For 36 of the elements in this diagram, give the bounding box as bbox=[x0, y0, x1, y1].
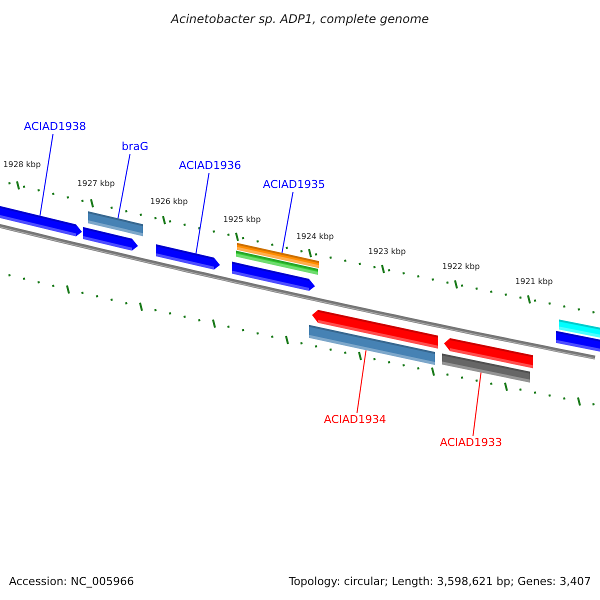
scale-label: 1924 kbp bbox=[296, 232, 334, 242]
scale-label: 1922 kbp bbox=[442, 262, 480, 272]
scale-label: 1921 kbp bbox=[515, 277, 553, 287]
gene-label: braG bbox=[122, 140, 148, 154]
gene-label: ACIAD1935 bbox=[262, 178, 326, 192]
leader-line bbox=[118, 154, 130, 219]
gene-feature-bar bbox=[309, 324, 435, 365]
gene-label: ACIAD1934 bbox=[324, 413, 386, 427]
scale-label: 1925 kbp bbox=[223, 215, 261, 225]
gene-feature-bar bbox=[312, 310, 438, 349]
gene-label: ACIAD1933 bbox=[440, 436, 502, 450]
gene-feature-bar bbox=[559, 319, 600, 340]
info-text: Accession: NC_005966 bbox=[9, 574, 134, 590]
gene-feature-bar bbox=[83, 227, 138, 251]
gene-feature-bar bbox=[232, 262, 315, 291]
leader-line bbox=[356, 350, 366, 414]
scale-label: 1928 kbp bbox=[3, 160, 41, 170]
scale-label: 1926 kbp bbox=[150, 197, 188, 207]
info-text: Topology: circular; Length: 3,598,621 bp; Genes: 3,407 bbox=[288, 574, 591, 590]
title: Acinetobacter sp. ADP1, complete genome bbox=[170, 11, 430, 28]
gene-feature-bar bbox=[236, 250, 318, 275]
gene-feature-bar bbox=[0, 204, 82, 236]
gene-feature-bar bbox=[442, 353, 530, 383]
gene-feature-bar bbox=[156, 244, 220, 270]
leader-line bbox=[196, 172, 210, 254]
gene-feature-bar bbox=[88, 211, 143, 236]
gene-feature-bar bbox=[444, 338, 533, 368]
leader-line bbox=[472, 372, 482, 436]
leader-line bbox=[282, 192, 294, 254]
gene-label: ACIAD1936 bbox=[178, 159, 242, 173]
scale-label: 1927 kbp bbox=[77, 179, 115, 189]
gene-feature-bar bbox=[556, 330, 600, 354]
gene-label: ACIAD1938 bbox=[24, 120, 86, 134]
leader-line bbox=[40, 134, 54, 216]
scale-label: 1923 kbp bbox=[368, 247, 406, 257]
gene-feature-bar bbox=[237, 242, 319, 268]
